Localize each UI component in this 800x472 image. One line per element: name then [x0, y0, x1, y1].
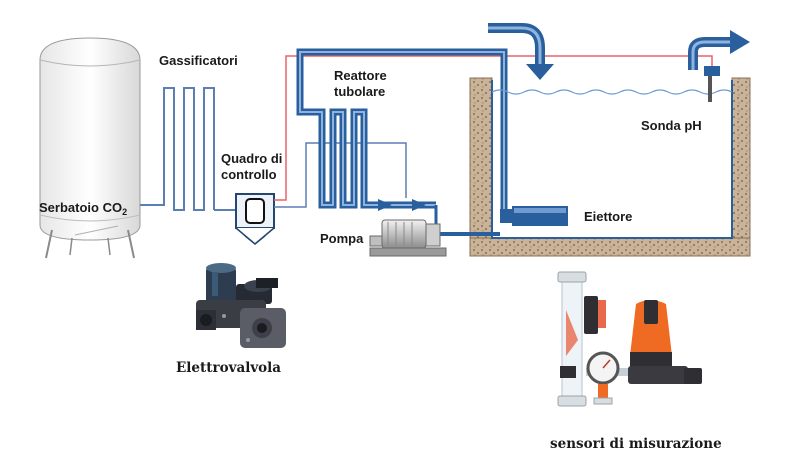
ejector-label: Eiettore: [584, 209, 633, 224]
flow-arrow-icon: [412, 199, 426, 211]
control-signal-line: [274, 55, 713, 201]
ph-probe-icon: [704, 66, 720, 102]
solenoid-valve-icon: [196, 263, 286, 348]
gasifiers-label: Gassificatori: [159, 53, 238, 68]
solenoid-valve-label: Elettrovalvola: [176, 360, 282, 376]
gas-line: [274, 142, 407, 208]
sensors-label: sensori di misurazione: [550, 436, 722, 452]
flow-arrow-icon: [730, 30, 750, 54]
tank-label: Serbatoio CO2: [39, 200, 127, 217]
gasifier-coils: [140, 87, 215, 211]
flow-arrow-icon: [378, 199, 392, 211]
ejector-icon: [500, 206, 568, 226]
co2-tank-icon: [39, 37, 141, 259]
control-panel-label: Quadro di controllo: [221, 151, 283, 182]
flow-arrow-icon: [526, 64, 554, 80]
sensor-assembly-icon: [557, 271, 702, 407]
tank-label-text: Serbatoio CO: [39, 200, 123, 215]
water-surface: [491, 89, 733, 95]
reactor-label: Reattore tubolare: [334, 68, 387, 99]
outlet-pipe: [688, 30, 750, 70]
control-panel-icon: [235, 193, 275, 245]
pool-walls: [469, 77, 751, 257]
ph-probe-label: Sonda pH: [641, 118, 702, 133]
pump-icon: [369, 219, 447, 257]
reactor-pipe-highlight: [299, 51, 505, 216]
tank-label-subscript: 2: [122, 207, 128, 217]
inlet-pipe: [488, 23, 554, 80]
pump-label: Pompa: [320, 231, 364, 246]
